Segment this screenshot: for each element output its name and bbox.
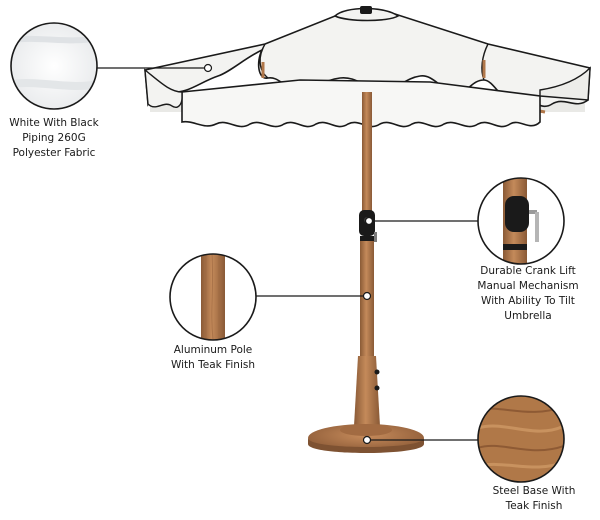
detail-fabric [10,22,98,110]
leader-dot-crank [364,216,374,226]
caption-crank-line: Umbrella [504,310,552,322]
caption-pole-line: With Teak Finish [170,359,255,371]
crank-detail-housing [505,196,529,232]
sleeve-screw [374,369,380,375]
base-plate-ring [340,424,392,436]
detail-fabric-ring [10,22,98,110]
caption-fabric: White With Black Piping 260G Polyester F… [0,116,108,161]
caption-base-line: Steel Base With [492,485,576,497]
caption-pole-line: Aluminum Pole [173,344,253,356]
caption-pole: Aluminum Pole With Teak Finish [160,343,266,373]
caption-crank-line: Durable Crank Lift [480,265,576,277]
pole-upper [362,92,372,232]
canopy-valance [181,79,541,128]
canopy-seam [259,43,269,79]
caption-crank-line: With Ability To Tilt [481,295,575,307]
caption-crank-line: Manual Mechanism [477,280,579,292]
leader-dot-base [362,435,372,445]
crank-handle [374,232,377,242]
base-plate-edge [308,438,424,453]
leader-dot-pole [362,291,372,301]
detail-pole [169,253,257,341]
caption-crank: Durable Crank Lift Manual Mechanism With… [458,264,598,324]
leader-lines [97,63,478,445]
pole-collar [360,236,374,241]
detail-pole-ring [169,253,257,341]
canopy-valance-left [144,68,183,108]
sleeve-screw [374,385,380,391]
umbrella-canopy [144,6,591,128]
detail-crank [477,177,565,265]
caption-fabric-line: Piping 260G [22,132,86,144]
detail-base-ring [477,395,565,483]
canopy-finial [360,6,372,14]
caption-base: Steel Base With Teak Finish [470,484,598,514]
caption-fabric-line: Polyester Fabric [12,147,96,159]
umbrella-pole [354,92,380,426]
canopy-valance-right [539,66,591,101]
caption-fabric-line: White With Black [9,117,99,129]
detail-crank-ring [477,177,565,265]
detail-base [477,395,565,483]
canopy-vent [333,7,400,22]
base-sleeve [354,356,380,426]
leader-dot-fabric [203,63,213,73]
caption-base-line: Teak Finish [505,500,563,512]
